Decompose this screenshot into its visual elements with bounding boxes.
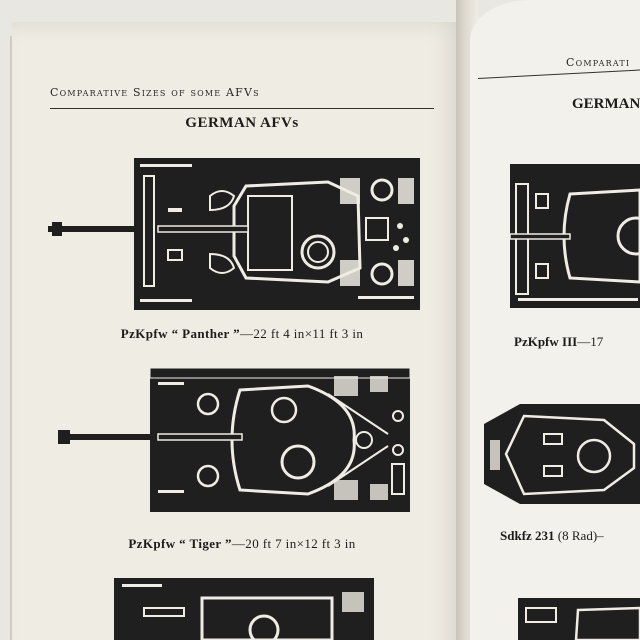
panther-caption: PzKpfw “ Panther ”—22 ft 4 in×11 ft 3 in [50,326,434,342]
section-title: GERMAN AFVs [185,115,299,131]
left-page [12,22,464,640]
right-page [470,0,640,640]
sdkfz-231-silhouette [484,404,640,504]
caption-dims: —17 [577,334,604,349]
panther-silhouette [48,156,420,310]
header-rule [50,108,434,109]
running-head: Comparative Sizes of some AFVs [50,86,260,99]
right-running-head: Comparati [566,56,631,69]
caption-designation: Sdkfz 231 [500,528,555,543]
caption-model: “ Panther ” [171,326,240,341]
caption-dims: (8 Rad)– [554,528,604,543]
caption-dims: —22 ft 4 in×11 ft 3 in [240,326,364,341]
right-section-title: GERMAN [572,96,640,112]
caption-model: “ Tiger ” [179,536,232,551]
caption-designation: PzKpfw [120,326,168,341]
caption-designation: PzKpfw III [514,334,578,349]
caption-designation: PzKpfw [128,536,176,551]
third-tank-silhouette [114,578,374,640]
tiger-silhouette [58,364,411,512]
pzkpfw-iii-caption: PzKpfw III—17 [514,334,603,350]
pzkpfw-iii-silhouette [509,164,640,308]
right-third-silhouette [518,598,640,640]
sdkfz-231-caption: Sdkfz 231 (8 Rad)– [500,528,604,544]
caption-dims: —20 ft 7 in×12 ft 3 in [231,536,356,551]
tiger-caption: PzKpfw “ Tiger ”—20 ft 7 in×12 ft 3 in [50,536,434,552]
